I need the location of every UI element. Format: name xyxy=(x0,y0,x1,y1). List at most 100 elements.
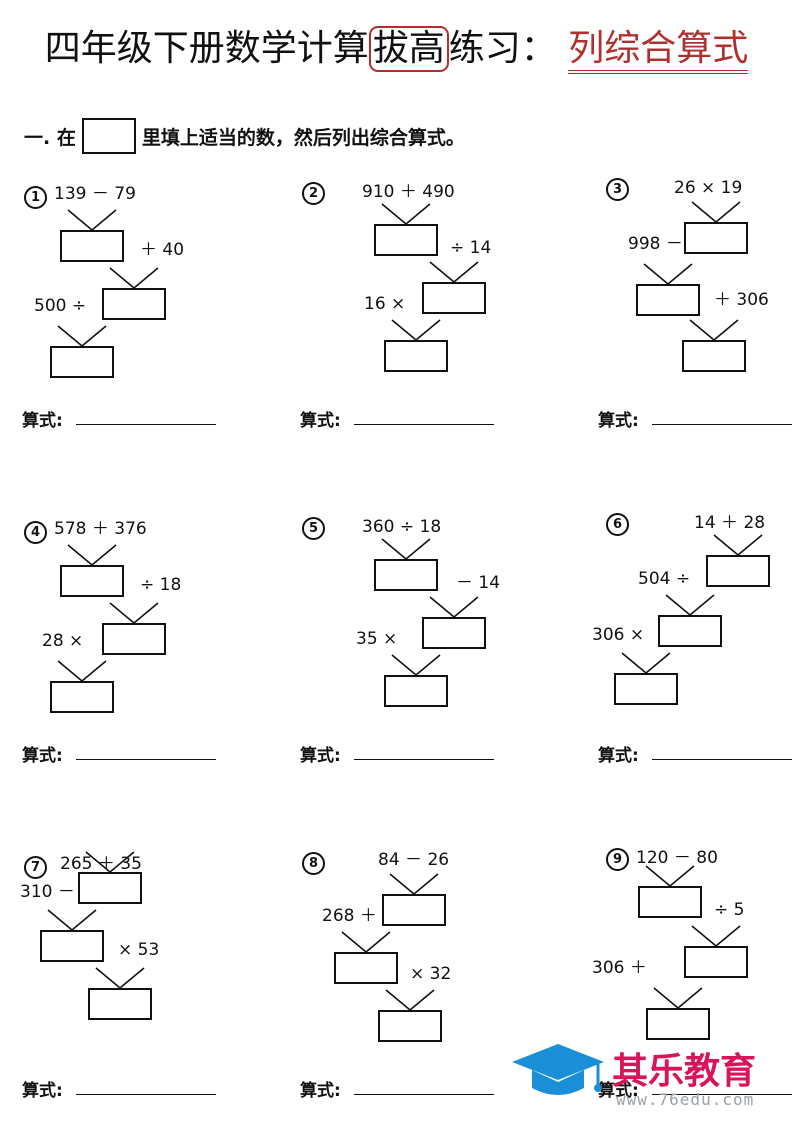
answer-box-3[interactable] xyxy=(384,675,448,707)
answer-box-1[interactable] xyxy=(382,894,446,926)
problem-number-badge: 3 xyxy=(606,178,629,201)
answer-box-2[interactable] xyxy=(684,946,748,978)
connector-v xyxy=(381,203,431,226)
answer-box-2[interactable] xyxy=(102,288,166,320)
operand-2: × 32 xyxy=(410,964,452,984)
problem-9: 9 120 － 80 ÷ 5 306 ＋ 算式: xyxy=(592,848,793,1148)
answer-box-1[interactable] xyxy=(60,230,124,262)
answer-box-2[interactable] xyxy=(422,282,486,314)
formula-label: 算式: xyxy=(300,746,341,766)
connector-v xyxy=(67,544,117,567)
answer-box-2[interactable] xyxy=(40,930,104,962)
operand-2: 306 × xyxy=(592,625,645,645)
formula-label: 算式: xyxy=(598,1081,639,1101)
sample-answer-box xyxy=(81,118,136,154)
graduation-cap-icon xyxy=(512,1044,604,1095)
instruction-prefix: 一. 在 xyxy=(24,126,76,149)
connector-v xyxy=(665,594,715,617)
formula-answer-line[interactable] xyxy=(76,424,216,425)
top-expression: 360 ÷ 18 xyxy=(362,517,442,537)
top-expression: 910 ＋ 490 xyxy=(362,182,455,202)
operand-2: × 53 xyxy=(118,940,160,960)
problem-1: 1 139 － 79 ＋ 40 500 ÷ 算式: xyxy=(22,178,272,478)
top-expression: 139 － 79 xyxy=(54,184,136,204)
operand-2: 500 ÷ xyxy=(34,296,87,316)
problem-number-badge: 4 xyxy=(24,521,47,544)
connector-v xyxy=(57,660,107,683)
answer-box-3[interactable] xyxy=(614,673,678,705)
connector-v xyxy=(621,652,671,675)
formula-answer-line[interactable] xyxy=(354,424,494,425)
answer-box-2[interactable] xyxy=(636,284,700,316)
answer-box-2[interactable] xyxy=(658,615,722,647)
answer-box-1[interactable] xyxy=(78,872,142,904)
operand-1: ＋ 40 xyxy=(140,240,185,260)
title-subtitle: 列综合算式 xyxy=(568,28,749,74)
answer-box-3[interactable] xyxy=(384,340,448,372)
answer-box-1[interactable] xyxy=(60,565,124,597)
connector-v xyxy=(95,967,145,990)
connector-v xyxy=(391,319,441,342)
top-expression: 578 ＋ 376 xyxy=(54,519,147,539)
top-expression: 265 ＋ 35 xyxy=(60,854,142,874)
answer-box-3[interactable] xyxy=(50,346,114,378)
connector-v xyxy=(47,909,97,932)
connector-v xyxy=(385,989,435,1012)
formula-answer-line[interactable] xyxy=(354,759,494,760)
top-expression: 120 － 80 xyxy=(636,848,718,868)
instruction: 一. 在 里填上适当的数，然后列出综合算式。 xyxy=(24,118,465,154)
formula-answer-line[interactable] xyxy=(652,424,792,425)
operand-1: － 14 xyxy=(456,573,501,593)
connector-v xyxy=(429,596,479,619)
problem-number-badge: 1 xyxy=(24,186,47,209)
formula-label: 算式: xyxy=(22,746,63,766)
brand-logo: 其乐教育 www.76edu.com xyxy=(508,1040,793,1112)
top-expression: 26 × 19 xyxy=(674,178,743,198)
page-title: 四年级下册数学计算拔高练习： 列综合算式 xyxy=(0,24,793,74)
formula-answer-line[interactable] xyxy=(76,1094,216,1095)
brand-name: 其乐教育 xyxy=(612,1051,757,1092)
operand-1: ÷ 5 xyxy=(714,900,745,920)
formula-label: 算式: xyxy=(22,411,63,431)
answer-box-1[interactable] xyxy=(684,222,748,254)
connector-v xyxy=(643,263,693,286)
title-highlight: 拔高 xyxy=(368,26,449,72)
answer-box-1[interactable] xyxy=(706,555,770,587)
connector-v xyxy=(713,534,763,557)
answer-box-3[interactable] xyxy=(682,340,746,372)
answer-box-1[interactable] xyxy=(374,559,438,591)
answer-box-2[interactable] xyxy=(422,617,486,649)
connector-v xyxy=(691,201,741,224)
connector-v xyxy=(381,538,431,561)
top-expression: 14 ＋ 28 xyxy=(694,513,766,533)
answer-box-1[interactable] xyxy=(638,886,702,918)
operand-2: ＋ 306 xyxy=(714,290,769,310)
answer-box-2[interactable] xyxy=(334,952,398,984)
operand-2: 28 × xyxy=(42,631,84,651)
connector-v xyxy=(389,873,439,896)
answer-box-2[interactable] xyxy=(102,623,166,655)
operand-2: 306 ＋ xyxy=(592,958,647,978)
answer-box-3[interactable] xyxy=(50,681,114,713)
answer-box-3[interactable] xyxy=(88,988,152,1020)
operand-1: ÷ 14 xyxy=(450,238,492,258)
answer-box-3[interactable] xyxy=(378,1010,442,1042)
formula-answer-line[interactable] xyxy=(76,759,216,760)
formula-answer-line[interactable] xyxy=(652,759,792,760)
operand-2: 35 × xyxy=(356,629,398,649)
formula-label: 算式: xyxy=(22,1081,63,1101)
connector-v xyxy=(57,325,107,348)
title-main-before: 四年级下册数学计算 xyxy=(44,28,369,69)
connector-v xyxy=(653,987,703,1010)
answer-box-3[interactable] xyxy=(646,1008,710,1040)
connector-v xyxy=(109,602,159,625)
formula-answer-line[interactable] xyxy=(652,1094,792,1095)
formula-answer-line[interactable] xyxy=(354,1094,494,1095)
problem-number-badge: 9 xyxy=(606,848,629,871)
connector-v xyxy=(341,931,391,954)
problem-number-badge: 8 xyxy=(302,852,325,875)
answer-box-1[interactable] xyxy=(374,224,438,256)
